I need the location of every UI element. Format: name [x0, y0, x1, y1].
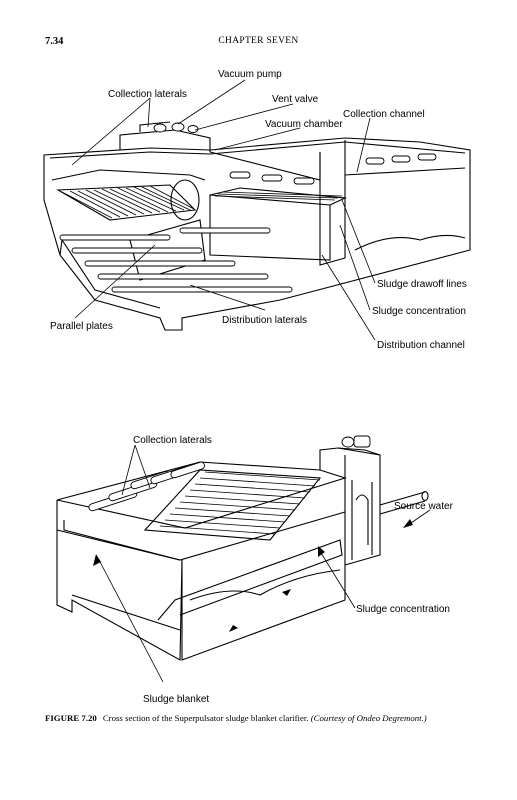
label-vent-valve: Vent valve [272, 94, 319, 105]
bottom-vacuum-pump-icon [341, 435, 371, 448]
label-collection-channel: Collection channel [343, 109, 425, 120]
page-header: 7.34 CHAPTER SEVEN [0, 36, 517, 50]
label-sludge-concentration-bottom: Sludge concentration [356, 604, 450, 615]
chapter-title: CHAPTER SEVEN [218, 36, 299, 46]
bottom-leader-lines [97, 444, 431, 683]
label-sludge-drawoff-lines: Sludge drawoff lines [377, 279, 467, 290]
top-vacuum-pump-icon [153, 122, 199, 133]
figure-caption: FIGURE 7.20 Cross section of the Superpul… [45, 713, 485, 723]
top-figure-labels: Vacuum pump Collection laterals Vent val… [50, 69, 467, 351]
label-distribution-channel: Distribution channel [377, 340, 465, 351]
bottom-plate-lines [159, 471, 321, 535]
top-clarifier-outline [43, 121, 471, 331]
label-distribution-laterals: Distribution laterals [222, 315, 307, 326]
bottom-collection-lateral-pipes [88, 461, 205, 512]
label-collection-laterals-bottom: Collection laterals [133, 435, 212, 446]
caption-figure-id: FIGURE 7.20 [45, 713, 97, 723]
label-sludge-blanket: Sludge blanket [143, 694, 209, 705]
bottom-figure-labels: Collection laterals Source water Sludge … [133, 435, 454, 705]
caption-credit: (Courtesy of Ondeo Degremont.) [310, 713, 427, 723]
top-parallel-plate-lines [61, 185, 343, 219]
label-vacuum-pump: Vacuum pump [218, 69, 282, 80]
label-collection-laterals-top: Collection laterals [108, 89, 187, 100]
bottom-arrowheads [93, 519, 413, 632]
top-distribution-lateral-pipes [59, 153, 437, 293]
page-number: 7.34 [45, 36, 64, 47]
label-sludge-concentration-top: Sludge concentration [372, 306, 466, 317]
bottom-clarifier-outline [56, 447, 429, 661]
top-leader-lines [71, 79, 376, 341]
caption-text: Cross section of the Superpulsator sludg… [102, 713, 309, 723]
label-source-water: Source water [394, 501, 454, 512]
label-vacuum-chamber: Vacuum chamber [265, 119, 343, 130]
label-parallel-plates: Parallel plates [50, 321, 113, 332]
